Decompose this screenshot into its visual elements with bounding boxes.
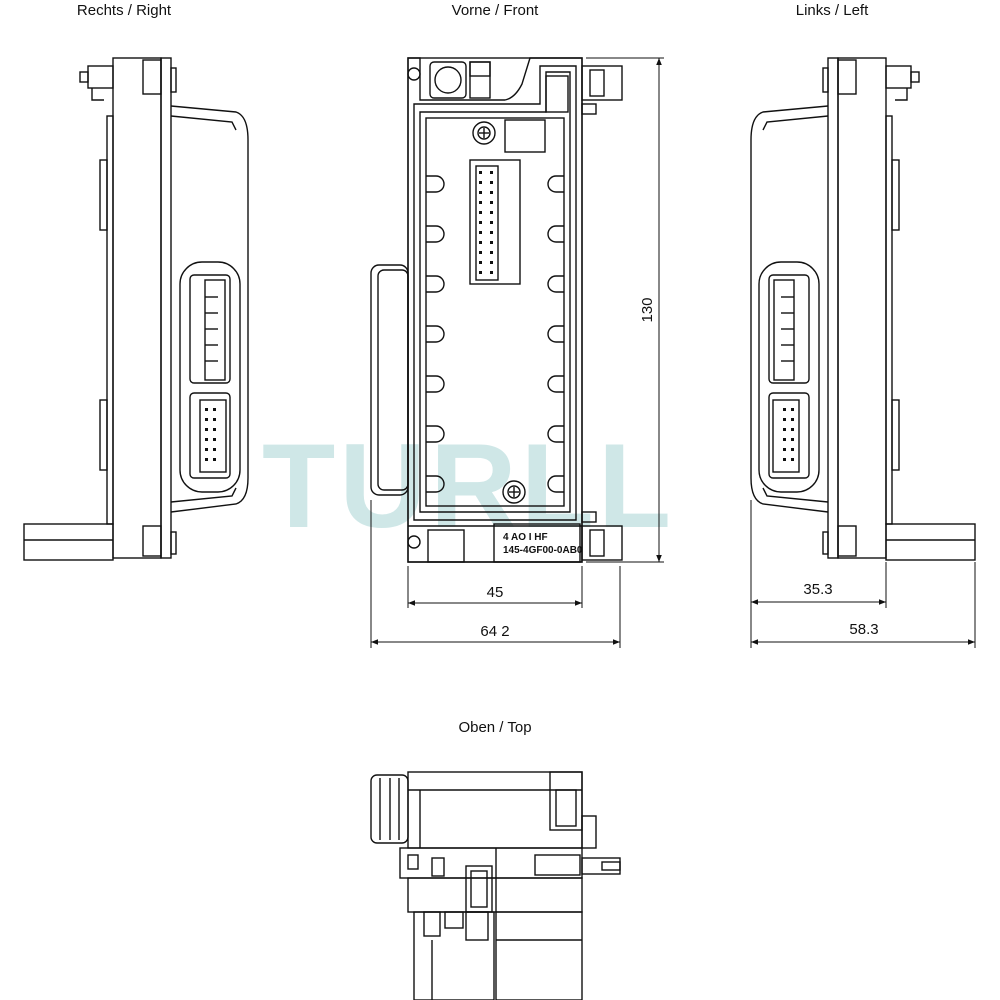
dim-left-total-depth: 58.3: [849, 621, 878, 638]
front-dimension-lines: [370, 57, 664, 648]
left-side-view: [750, 57, 976, 561]
right-side-view: [23, 57, 249, 561]
view-title-right: Rechts / Right: [76, 2, 172, 19]
top-view: [370, 771, 621, 1000]
dim-front-width: 45: [487, 584, 504, 601]
view-title-top: Oben / Top: [458, 719, 532, 736]
view-title-front: Vorne / Front: [451, 2, 539, 19]
watermark-text: TURLL: [262, 419, 675, 553]
view-title-left: Links / Left: [795, 2, 869, 19]
module-label-line1: 4 AO I HF: [503, 532, 548, 543]
front-view: [370, 57, 623, 563]
dim-left-depth: 35.3: [803, 581, 832, 598]
dim-front-height: 130: [639, 297, 656, 322]
dim-front-total-width: 64 2: [480, 623, 509, 640]
module-label-line2: 145-4GF00-0AB0: [503, 545, 583, 556]
left-dimension-lines: [750, 500, 976, 648]
